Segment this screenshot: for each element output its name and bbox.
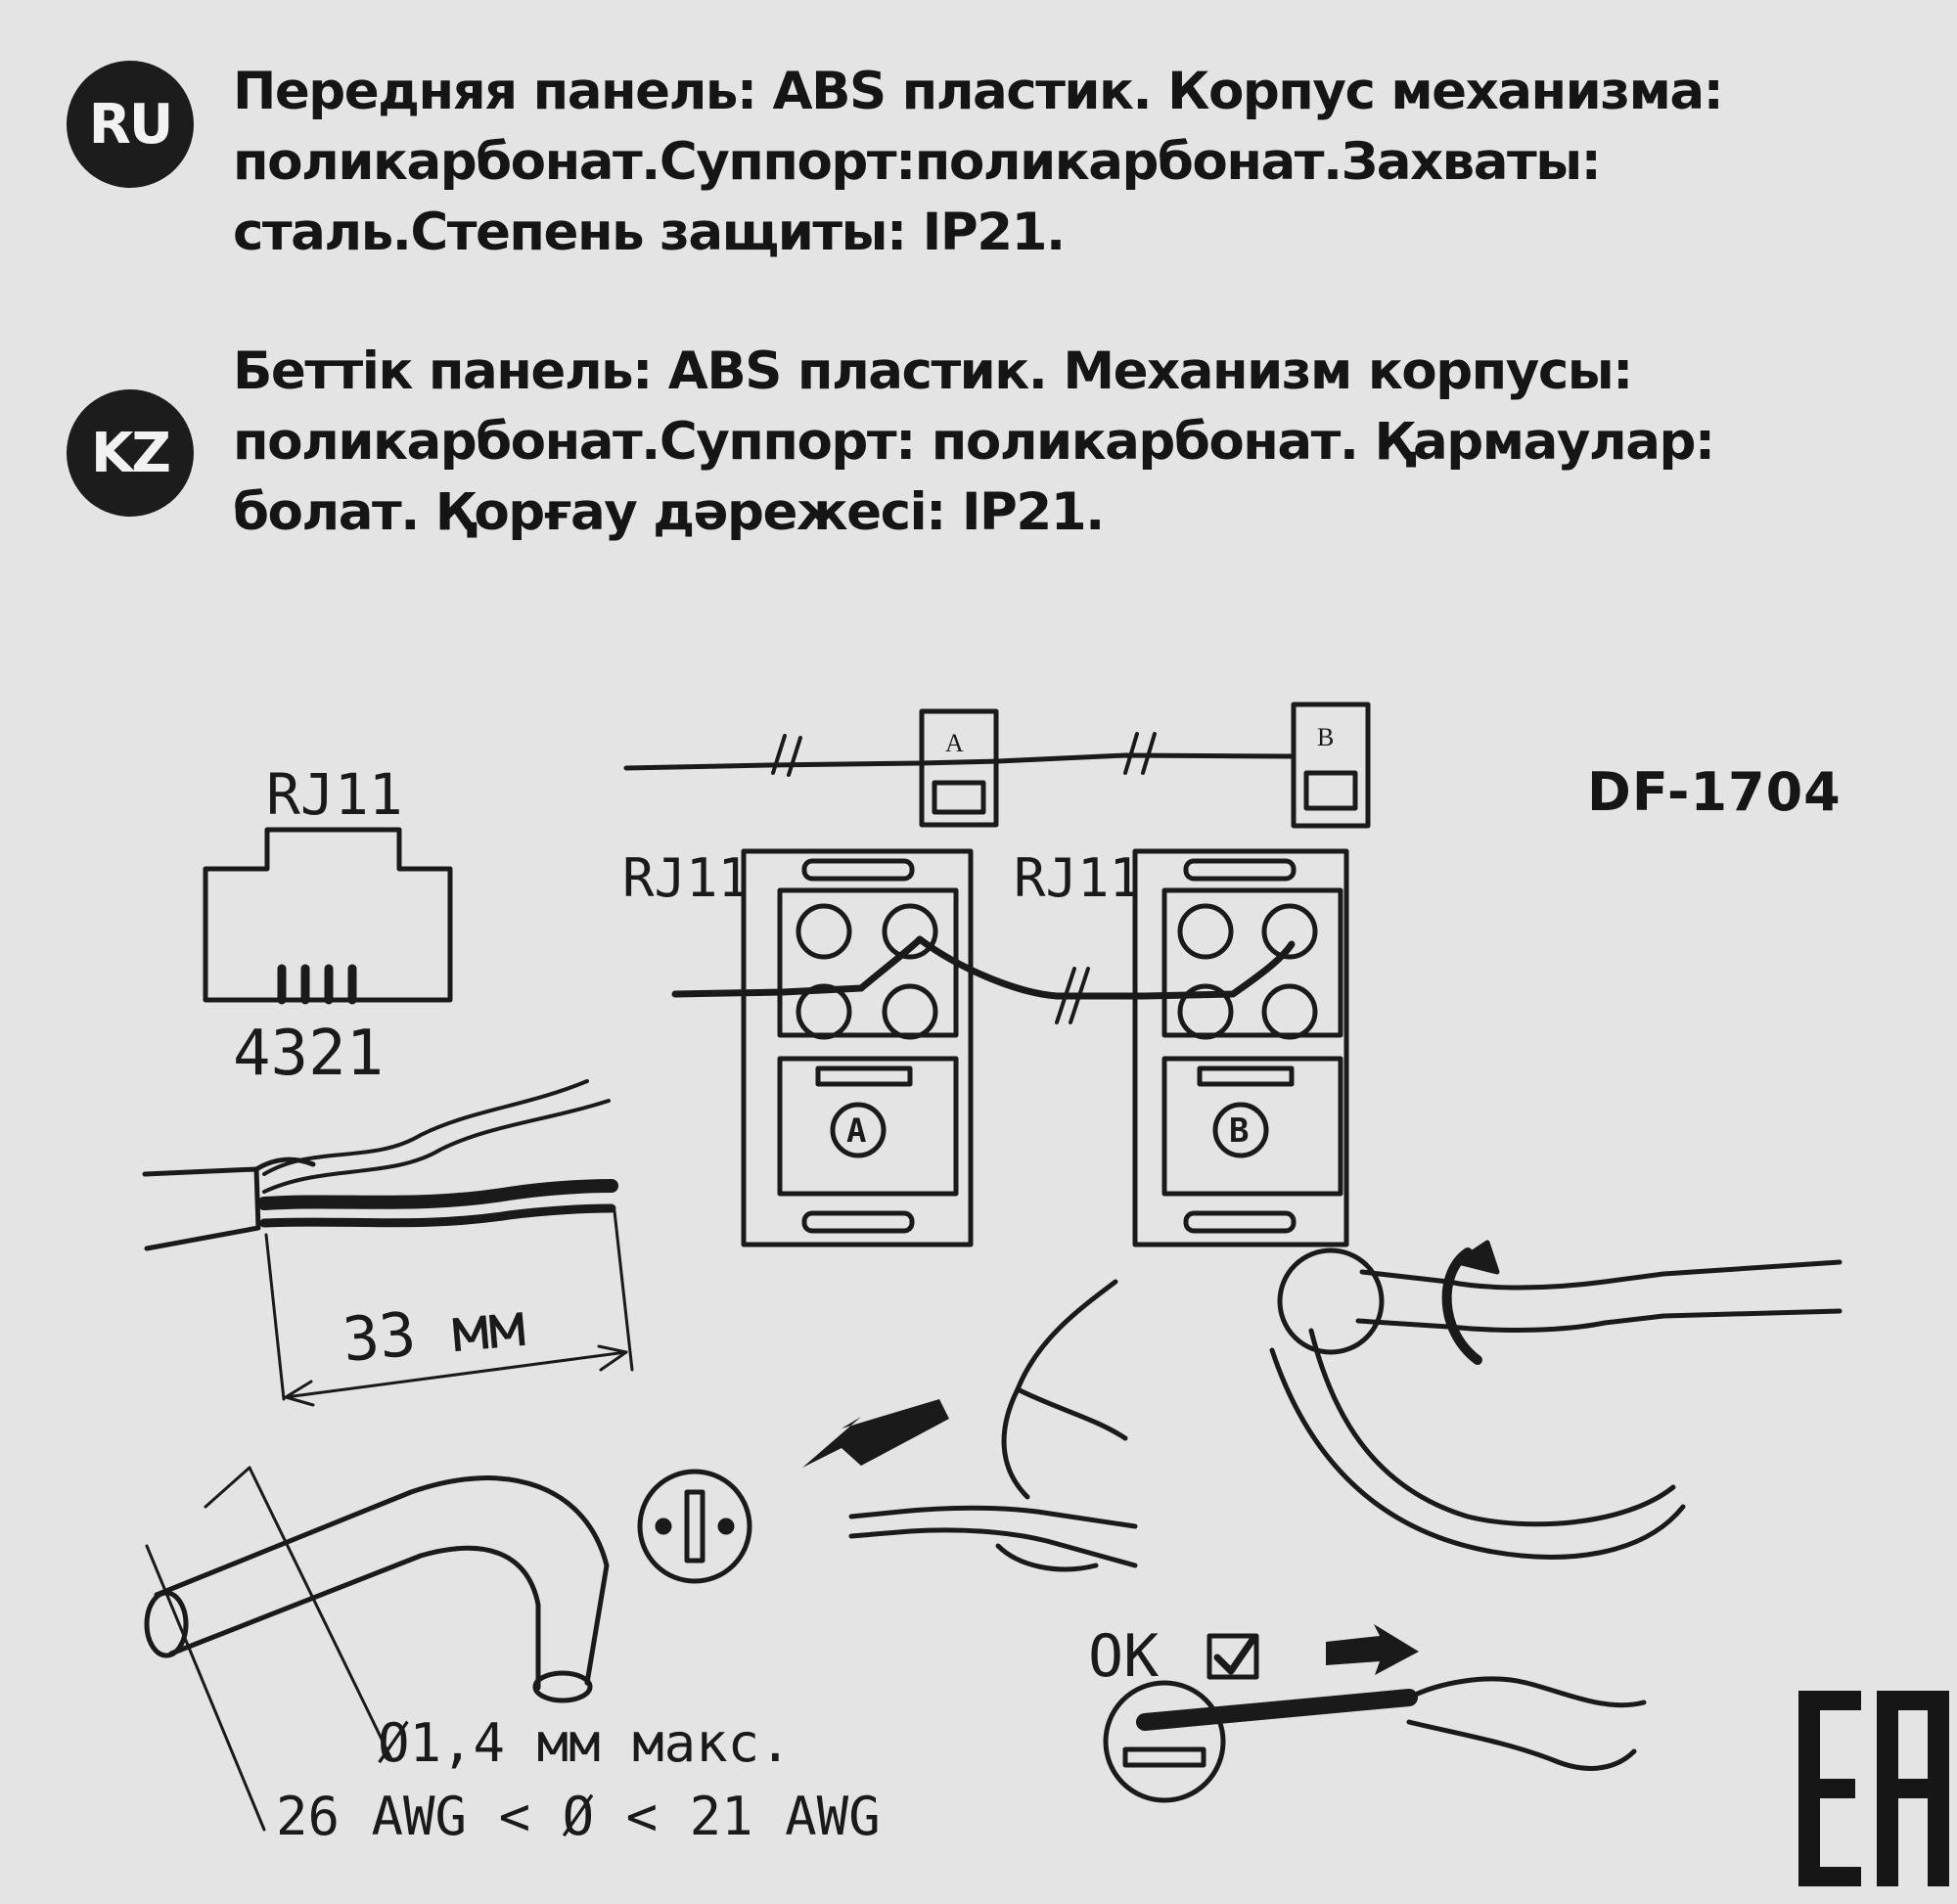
kz-line-3: болат. Қорғау дәрежесі: IP21. xyxy=(233,482,1105,542)
awg-range-label: 26 AWG < Ø < 21 AWG xyxy=(276,1786,881,1847)
kz-line-2: поликарбонат.Суппорт: поликарбонат. Қарм… xyxy=(233,412,1715,472)
arrow-left-icon xyxy=(802,1399,949,1468)
ru-description: Передняя панель: ABS пластик. Корпус мех… xyxy=(233,57,1935,268)
socket-b-icon xyxy=(1132,848,1349,1247)
ru-line-3: сталь.Степень защиты: IP21. xyxy=(233,203,1066,262)
svg-text:B: B xyxy=(1317,723,1334,751)
model-number: DF-1704 xyxy=(1587,761,1842,823)
screwdriver-icon xyxy=(1269,1240,1843,1560)
ru-badge-label: RU xyxy=(88,92,174,157)
socket-b-label: RJ11 xyxy=(1014,847,1142,909)
socket-a-letter: A xyxy=(846,1111,867,1151)
svg-text:A: A xyxy=(945,729,964,757)
socket-a-icon xyxy=(741,848,974,1247)
connection-wire-icon xyxy=(671,935,1296,1024)
pin-order-label: 4321 xyxy=(233,1018,385,1090)
arrow-right-icon xyxy=(1326,1624,1419,1675)
connector-label: RJ11 xyxy=(266,761,403,828)
bent-wire-icon xyxy=(144,1466,610,1832)
socket-b-letter: B xyxy=(1229,1111,1250,1151)
stripped-cable-icon xyxy=(142,1079,634,1407)
ru-language-badge: RU xyxy=(67,61,194,188)
kz-badge-label: KZ xyxy=(91,421,171,485)
kz-language-badge: KZ xyxy=(67,389,194,517)
line-cable-icon: A B xyxy=(623,702,1371,829)
ru-line-1: Передняя панель: ABS пластик. Корпус мех… xyxy=(233,62,1724,121)
hand-insert-icon xyxy=(848,1279,1138,1572)
kz-line-1: Беттік панель: ABS пластик. Механизм кор… xyxy=(233,341,1633,401)
kz-description: Беттік панель: ABS пластик. Механизм кор… xyxy=(233,337,1935,548)
terminal-icon xyxy=(637,1469,752,1584)
ru-line-2: поликарбонат.Суппорт:поликарбонат.Захват… xyxy=(233,132,1602,192)
wire-diameter-label: Ø1,4 мм макс. xyxy=(378,1712,792,1774)
eac-certification-mark xyxy=(1798,1691,1949,1886)
ok-label: OK xyxy=(1088,1622,1160,1691)
rj11-connector-icon xyxy=(203,827,453,1005)
socket-a-label: RJ11 xyxy=(622,847,751,909)
inserted-terminal-icon xyxy=(1103,1676,1647,1803)
ok-checkbox-icon xyxy=(1206,1633,1259,1680)
